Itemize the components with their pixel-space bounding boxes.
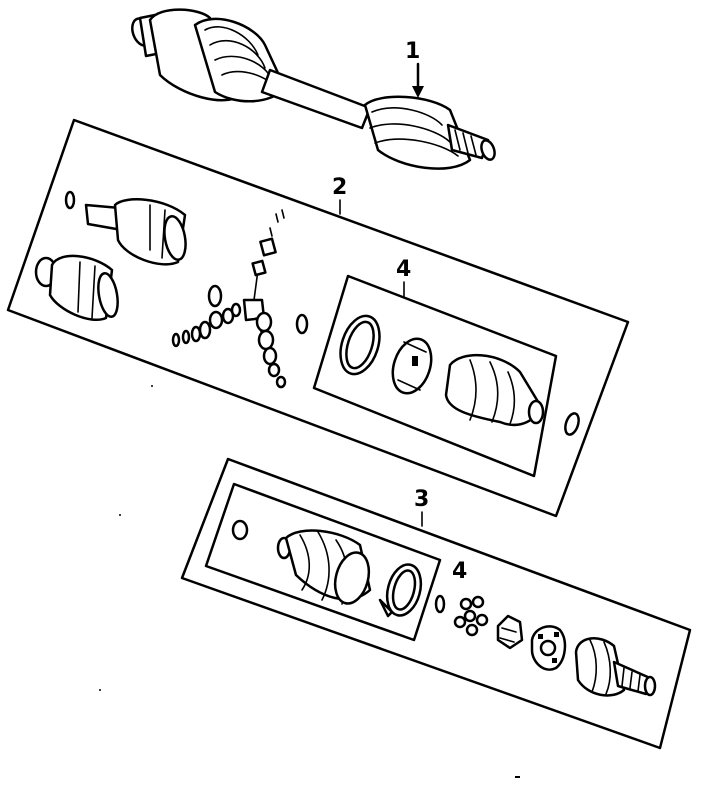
boot-clamp-large-upper[interactable] [334,311,387,379]
callout-1-arrowhead [412,86,424,98]
tripod-rollers[interactable] [171,284,242,348]
kit-2-frame [6,118,630,518]
boot-upper[interactable] [444,353,545,427]
boot-kit-frame-lower [204,482,442,642]
axle-shaft-assembly[interactable] [129,8,497,170]
speck [99,689,101,691]
circlip[interactable] [434,594,446,614]
kit-3-frame [180,457,692,750]
inner-joint-housing-a[interactable] [64,190,189,266]
cv-inner-race[interactable] [496,614,524,650]
retaining-clip[interactable] [295,313,309,335]
cv-balls[interactable] [453,595,489,637]
boot-clamp-ring-upper[interactable] [386,334,438,398]
speck [515,776,520,778]
callout-2: 2 [332,175,347,200]
speck [151,385,153,387]
callout-3: 3 [414,487,429,512]
cv-outer-housing[interactable] [574,637,657,697]
boot-kit-frame-upper [312,274,558,478]
tripod-spider[interactable] [242,209,287,389]
inner-joint-housing-b[interactable] [34,254,121,321]
callout-1: 1 [405,39,420,64]
snap-ring-lower[interactable] [231,519,249,541]
callout-4-lower: 4 [452,559,467,584]
snap-ring-upper[interactable] [563,412,581,437]
cv-cage[interactable] [530,625,567,671]
speck [119,514,121,516]
callout-4-upper: 4 [396,257,411,282]
boot-clamp-lower[interactable] [378,561,426,620]
boot-lower[interactable] [276,529,374,608]
